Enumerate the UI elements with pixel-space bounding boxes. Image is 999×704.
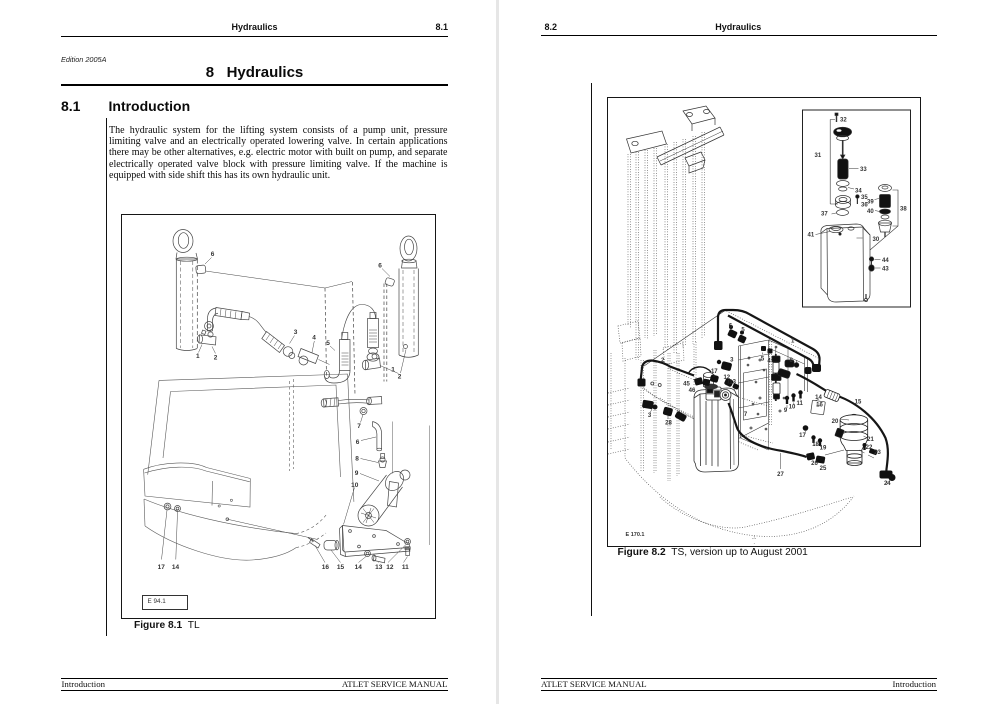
svg-text:3: 3 [293,329,297,336]
svg-text:43: 43 [882,267,889,273]
svg-text:35: 35 [861,195,868,201]
svg-text:2: 2 [397,373,401,380]
svg-text:31: 31 [814,153,821,159]
svg-text:4: 4 [767,359,771,365]
svg-text:39: 39 [867,200,874,206]
svg-text:24: 24 [883,481,890,487]
svg-text:44: 44 [882,258,889,264]
svg-text:3: 3 [647,413,651,419]
svg-text:1: 1 [391,366,395,373]
svg-text:8: 8 [789,358,793,364]
svg-text:6: 6 [210,251,214,258]
svg-text:5: 5 [326,340,330,347]
svg-text:36: 36 [861,203,868,209]
svg-text:41: 41 [807,233,814,239]
svg-text:17: 17 [157,564,165,571]
svg-text:6: 6 [355,439,359,446]
svg-text:7: 7 [357,423,361,430]
svg-text:6: 6 [728,324,732,330]
svg-text:40: 40 [867,209,874,215]
svg-text:13: 13 [375,564,383,571]
svg-text:21: 21 [867,437,874,443]
svg-text:10: 10 [788,405,795,411]
svg-text:46: 46 [688,388,695,394]
svg-text:14: 14 [171,564,179,571]
svg-text:16: 16 [321,564,329,571]
svg-text:5: 5 [741,328,745,334]
svg-text:28: 28 [665,421,672,427]
svg-text:12: 12 [723,375,730,381]
svg-text:25: 25 [819,466,826,472]
svg-text:3: 3 [730,358,734,364]
svg-text:9: 9 [783,408,787,414]
svg-text:37: 37 [821,212,828,218]
svg-text:27: 27 [777,472,784,478]
svg-text:11: 11 [796,401,803,407]
svg-text:15: 15 [336,564,344,571]
svg-text:26: 26 [811,461,818,467]
svg-text:4: 4 [312,334,316,341]
svg-text:E 170.1: E 170.1 [625,532,644,538]
svg-text:32: 32 [840,118,847,124]
svg-text:7: 7 [743,412,747,418]
svg-text:30: 30 [872,237,879,243]
svg-text:9: 9 [354,470,358,477]
svg-text:12: 12 [386,564,394,571]
svg-text:15: 15 [854,400,861,406]
svg-text:17: 17 [799,433,806,439]
svg-text:23: 23 [874,450,881,456]
svg-text:19: 19 [819,446,826,452]
svg-text:38: 38 [900,207,907,213]
svg-text:45: 45 [683,381,690,387]
svg-text:18: 18 [812,442,819,448]
svg-text:16: 16 [816,403,823,409]
svg-text:5: 5 [760,357,764,363]
svg-text:20: 20 [831,419,838,425]
svg-text:22: 22 [865,445,872,451]
svg-text:8: 8 [355,455,359,462]
svg-text:11: 11 [401,564,408,571]
svg-text:2: 2 [213,354,217,361]
svg-text:6: 6 [378,262,382,269]
svg-text:1: 1 [195,353,199,360]
svg-text:34: 34 [855,189,862,195]
svg-text:17: 17 [710,369,717,375]
svg-text:2: 2 [661,358,665,364]
svg-text:14: 14 [354,564,362,571]
svg-text:1: 1 [791,338,795,344]
svg-text:13: 13 [729,379,736,385]
svg-text:14: 14 [815,395,822,401]
svg-text:10: 10 [351,482,359,489]
svg-text:33: 33 [860,167,867,173]
